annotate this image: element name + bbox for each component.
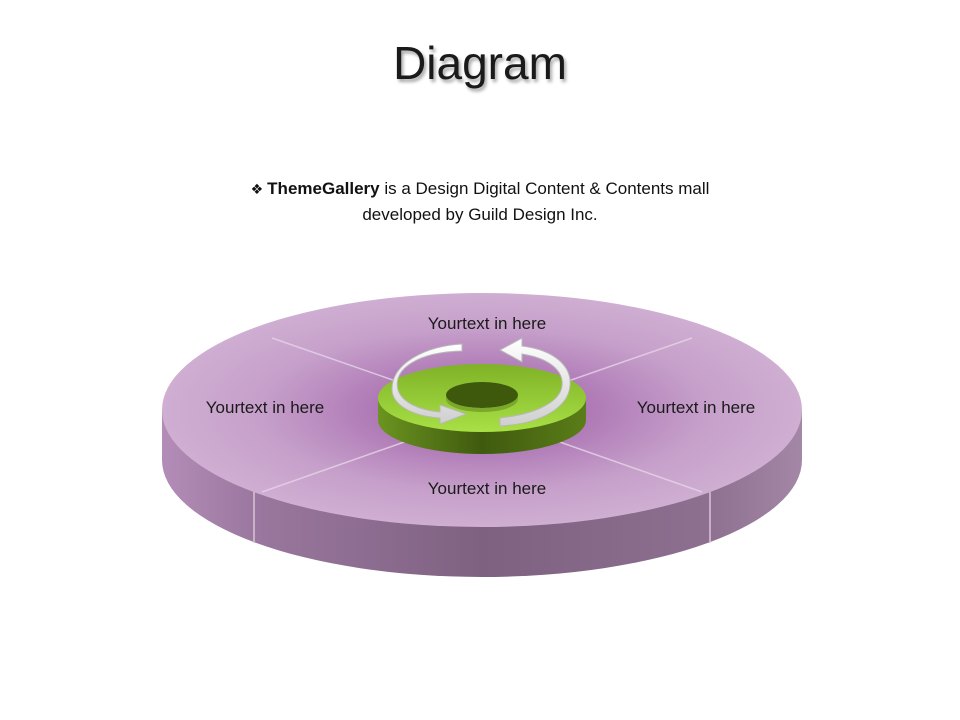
segment-label-left: Yourtext in here (205, 398, 325, 417)
brand-name: ThemeGallery (267, 179, 380, 198)
diamond-bullet-icon: ❖ (250, 181, 264, 197)
hub-hole (446, 382, 518, 408)
intro-text: ❖ThemeGallery is a Design Digital Conten… (180, 176, 780, 227)
segment-label-right: Yourtext in here (636, 398, 756, 417)
intro-line1: is a Design Digital Content & Contents m… (379, 179, 710, 198)
segment-label-top: Yourtext in here (427, 314, 547, 333)
slide-title: Diagram (393, 37, 567, 89)
cycle-arrows-icon (391, 337, 571, 427)
segment-dividers (261, 337, 703, 493)
intro-line2: developed by Guild Design Inc. (362, 205, 598, 224)
segment-label-bottom: Yourtext in here (427, 479, 547, 498)
